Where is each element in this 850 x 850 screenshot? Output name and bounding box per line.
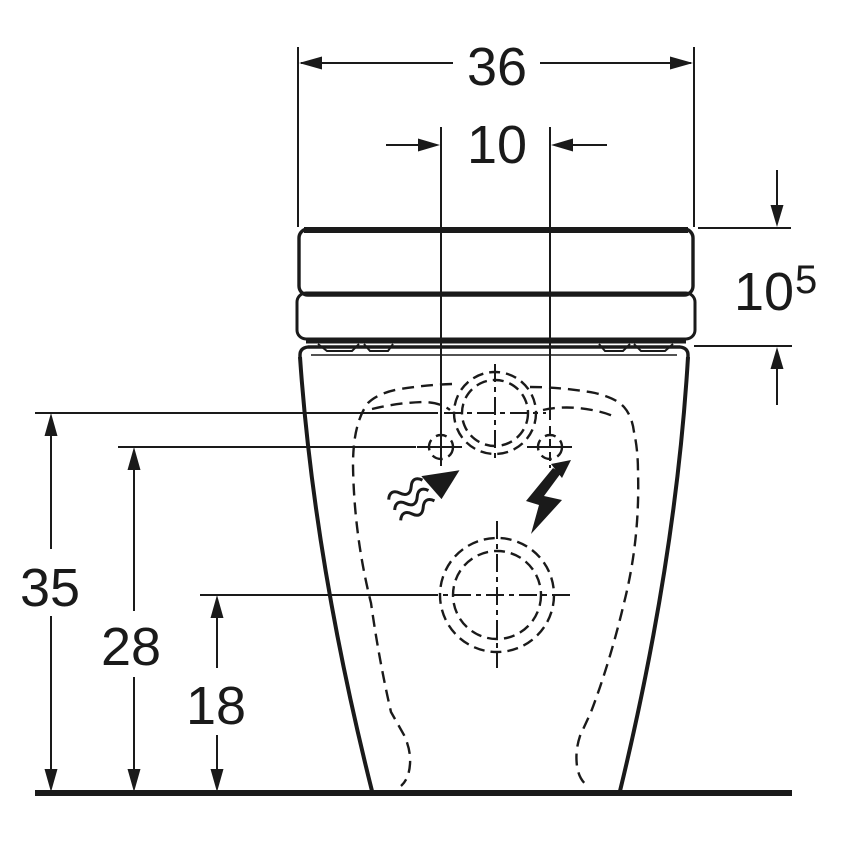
seat-lid-assembly xyxy=(295,227,697,352)
water-wave-2 xyxy=(393,487,430,511)
arrowhead-up xyxy=(127,447,141,470)
seat-bumper-right-1 xyxy=(598,343,631,352)
side-connection-circles xyxy=(417,426,572,468)
water-wave-1 xyxy=(387,477,424,500)
bottom-outlet-circle xyxy=(420,521,574,668)
water-wave-3 xyxy=(399,498,436,521)
arrowhead-left xyxy=(418,138,440,152)
cavity-ledge-left xyxy=(371,400,451,411)
water-arrowhead xyxy=(421,470,460,500)
dimension-label-36: 36 xyxy=(467,37,527,97)
dimension-connection-spacing: 10 xyxy=(386,115,607,466)
body-right-side xyxy=(618,356,690,792)
dimension-label-10: 10 xyxy=(467,115,527,175)
dimension-label-35: 35 xyxy=(20,558,80,618)
top-connection-circle xyxy=(444,364,546,462)
lightning-arrowhead xyxy=(551,460,571,478)
arrowhead-down xyxy=(44,769,58,792)
seat-ring-block xyxy=(295,291,697,341)
dimension-label-18: 18 xyxy=(186,676,246,736)
dimension-outlet-height: 18 xyxy=(186,594,422,792)
lightning-body xyxy=(526,468,562,534)
dimension-label-10-5-superscript: 5 xyxy=(795,258,817,302)
lightning-bolt-icon xyxy=(526,460,571,534)
internal-cavity-outline xyxy=(351,382,640,787)
arrowhead-up xyxy=(770,347,784,369)
arrowhead-down xyxy=(210,769,224,792)
lid-block xyxy=(297,227,695,297)
dimension-upper-connection-height: 35 xyxy=(20,412,438,792)
dimension-overall-width: 36 xyxy=(297,37,695,227)
body-top-edge xyxy=(298,345,690,360)
dimension-label-28: 28 xyxy=(101,617,161,677)
arrowhead-up xyxy=(44,413,58,436)
dimension-label-10-5: 10 xyxy=(734,262,794,322)
dimension-seat-section-height: 10 5 xyxy=(694,170,817,405)
arrowhead-left xyxy=(299,56,322,70)
cavity-ledge-right xyxy=(542,406,618,420)
cavity-left-contour xyxy=(351,382,453,787)
seat-bumper-left-1 xyxy=(317,343,360,352)
arrowhead-down xyxy=(127,769,141,792)
arrowhead-right xyxy=(551,138,573,152)
arrowhead-right xyxy=(670,56,693,70)
seat-bumper-left-2 xyxy=(363,343,394,352)
arrowhead-up xyxy=(210,595,224,618)
cavity-right-contour xyxy=(529,385,640,787)
seat-bumper-right-2 xyxy=(633,343,674,352)
water-flow-arrow-icon xyxy=(387,470,460,521)
body-left-side xyxy=(298,356,374,792)
dimension-side-connection-height: 28 xyxy=(101,446,416,792)
arrowhead-down xyxy=(770,205,784,227)
